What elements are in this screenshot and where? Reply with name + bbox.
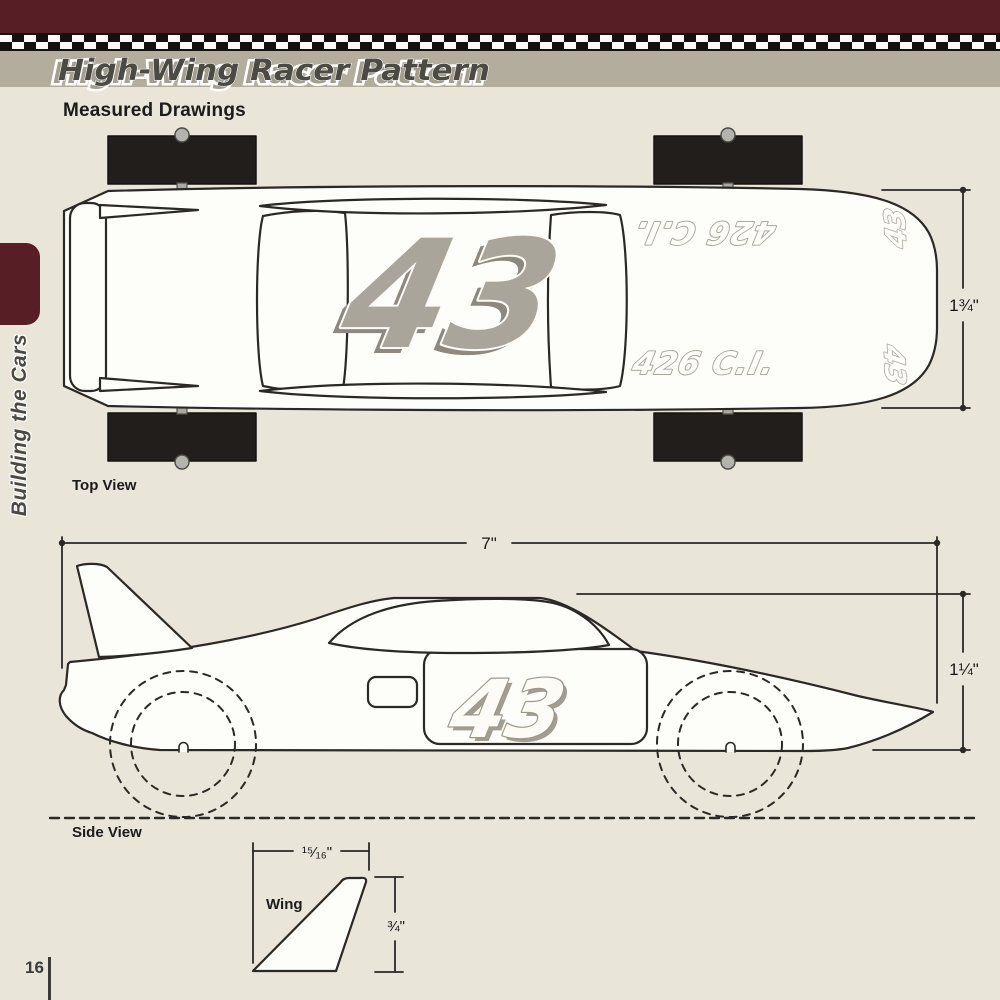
footer-rule: [48, 957, 51, 1000]
wing-detail-drawing: ¹⁵⁄₁₆" ¾" Wing: [251, 842, 405, 973]
rear-wheel-inner: [130, 691, 236, 797]
side-view-height-dimension-label: 1¼": [949, 660, 979, 679]
wheel-front-right: [653, 412, 803, 462]
wheel-front-left: [653, 135, 803, 185]
wing-length-dimension-label: ¹⁵⁄₁₆": [302, 844, 332, 861]
axle-pin-heads: [174, 127, 736, 470]
side-glass: [327, 597, 611, 655]
title-band: [0, 51, 1000, 87]
side-view-length-dimension-label: 7": [481, 534, 497, 553]
top-view-width-dimension: 1¾": [881, 186, 979, 412]
door-number: 43: [441, 664, 573, 757]
checkered-flag-border: [0, 33, 1000, 51]
wing-height-dimension-label: ¾": [387, 918, 405, 935]
side-view-drawing: 43 43: [48, 534, 979, 841]
side-view-length-dimension: 7": [58, 534, 941, 704]
windshield: [546, 210, 628, 391]
wing-profile: [251, 876, 368, 973]
engine-label: 426 C.I.: [628, 346, 778, 382]
wheel-rear-right: [107, 412, 257, 462]
rear-wing-plank: [68, 201, 108, 393]
top-view-label: Top View: [72, 477, 137, 494]
top-view-width-dimension-label: 1¾": [949, 296, 979, 315]
wing-height-dimension: ¾": [374, 876, 405, 973]
section-heading: Measured Drawings: [63, 100, 246, 121]
front-wheel-inner: [677, 691, 783, 797]
side-glass-bottom: [258, 382, 608, 400]
side-glass-top: [258, 197, 608, 215]
rear-wing-strut-top: [98, 203, 200, 220]
side-view-wheel-circles: [109, 670, 804, 818]
page-title: High-Wing Racer Pattern High-Wing Racer …: [51, 53, 491, 93]
side-view-height-dimension: 1¼": [576, 590, 979, 754]
rear-wing-strut-bottom: [98, 376, 200, 393]
tail-fin: [75, 562, 194, 659]
sidebar-chapter-tab: [0, 243, 40, 325]
wing-length-dimension: ¹⁵⁄₁₆": [252, 842, 370, 964]
side-view-label: Side View: [72, 824, 142, 841]
fender-number-top: 43: [878, 206, 913, 251]
page-title-text: High-Wing Racer Pattern: [58, 53, 490, 87]
top-view-drawing: 43 43 426 C.I. 426 C.I. 43 43 1¾" Top Vi…: [62, 127, 979, 494]
wheel-rear-left: [107, 135, 257, 185]
roof-number: 43: [328, 208, 575, 383]
rear-wheel-outer: [109, 670, 257, 818]
fender-number-bottom: 43: [877, 342, 912, 387]
roof-number-shadow: 43: [320, 214, 567, 389]
engine-label-inverted: 426 C.I.: [630, 214, 780, 250]
page-number: 16: [25, 958, 44, 977]
top-maroon-band: [0, 0, 1000, 33]
quarter-window: [366, 675, 419, 709]
page-title-echo: High-Wing Racer Pattern: [53, 56, 485, 90]
wing-detail-label: Wing: [266, 896, 303, 913]
side-view-axle-pins: [178, 741, 736, 753]
door-number-shadow: 43: [445, 668, 577, 761]
